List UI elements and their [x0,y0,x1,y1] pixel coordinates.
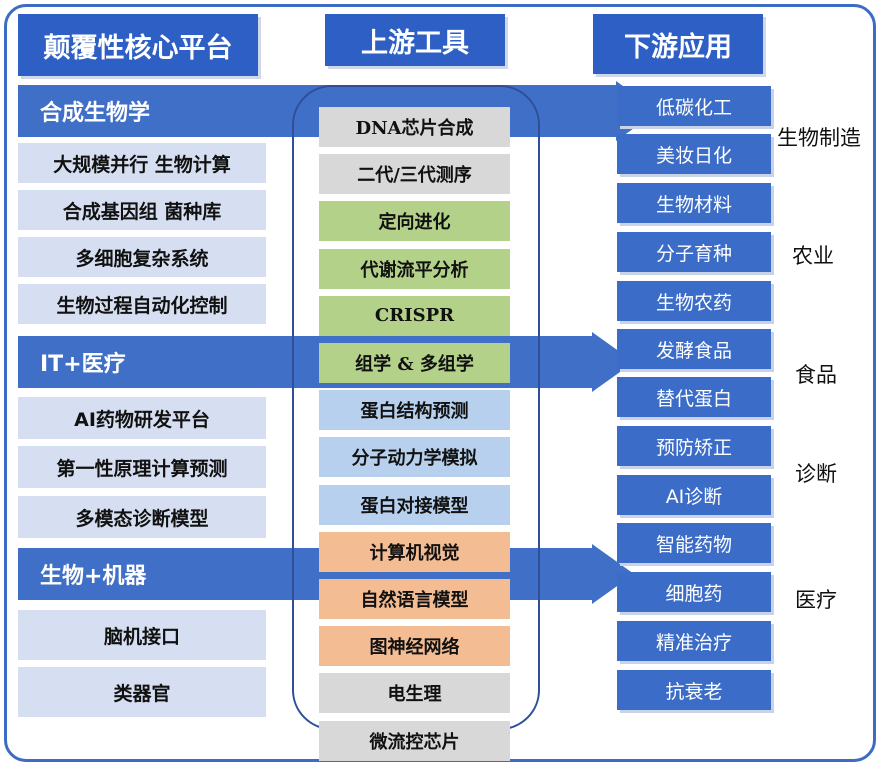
tool-item: 蛋白结构预测 [319,390,510,431]
application-item: 生物材料 [617,183,771,223]
tool-item: CRISPR [319,295,510,336]
platform-item: 多细胞复杂系统 [18,237,266,277]
category-label: 农业 [792,244,834,268]
platform-item: 合成基因组 菌种库 [18,190,266,230]
header-upstream-tools: 上游工具 [325,14,505,66]
application-item: 低碳化工 [617,86,771,126]
tool-item: 计算机视觉 [319,531,510,572]
application-item: AI诊断 [617,475,771,515]
application-item: 预防矫正 [617,426,771,466]
application-item: 生物农药 [617,281,771,321]
platform-item: 第一性原理计算预测 [18,446,266,488]
section-title-it-medical: IT+医疗 [40,352,126,377]
tool-item: 分子动力学模拟 [319,437,510,478]
tool-item: 代谢流平分析 [319,248,510,289]
platform-item: 大规模并行 生物计算 [18,143,266,183]
category-label: 食品 [795,363,837,387]
header-downstream-apps: 下游应用 [593,14,763,74]
application-item: 发酵食品 [617,329,771,369]
platform-item: 多模态诊断模型 [18,496,266,538]
platform-item: 生物过程自动化控制 [18,284,266,324]
tool-item: 自然语言模型 [319,579,510,619]
platform-item: 类器官 [18,667,266,717]
tool-item: DNA芯片合成 [319,107,510,147]
category-label: 诊断 [795,462,837,486]
application-item: 智能药物 [617,523,771,563]
header-core-platform: 颠覆性核心平台 [18,14,258,76]
tool-item: 组学 & 多组学 [319,343,510,383]
tool-item: 定向进化 [319,201,510,242]
category-label: 医疗 [795,588,837,612]
platform-item: 脑机接口 [18,610,266,660]
category-label: 生物制造 [777,126,861,150]
tool-item: 二代/三代测序 [319,154,510,195]
application-item: 抗衰老 [617,670,771,710]
section-title-bio-machine: 生物+机器 [40,564,147,589]
application-item: 分子育种 [617,232,771,272]
tool-item: 图神经网络 [319,626,510,667]
tool-item: 蛋白对接模型 [319,484,510,525]
application-item: 精准治疗 [617,621,771,661]
application-item: 美妆日化 [617,134,771,174]
platform-item: AI药物研发平台 [18,397,266,439]
tool-item: 微流控芯片 [319,720,510,761]
tool-item: 电生理 [319,673,510,714]
section-title-synbio: 合成生物学 [40,101,151,126]
application-item: 替代蛋白 [617,377,771,417]
application-item: 细胞药 [617,572,771,612]
